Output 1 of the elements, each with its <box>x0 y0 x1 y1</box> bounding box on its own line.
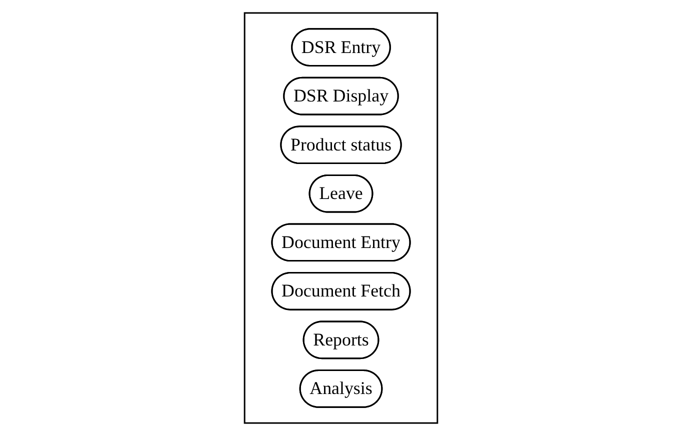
cluster <box>244 12 438 424</box>
